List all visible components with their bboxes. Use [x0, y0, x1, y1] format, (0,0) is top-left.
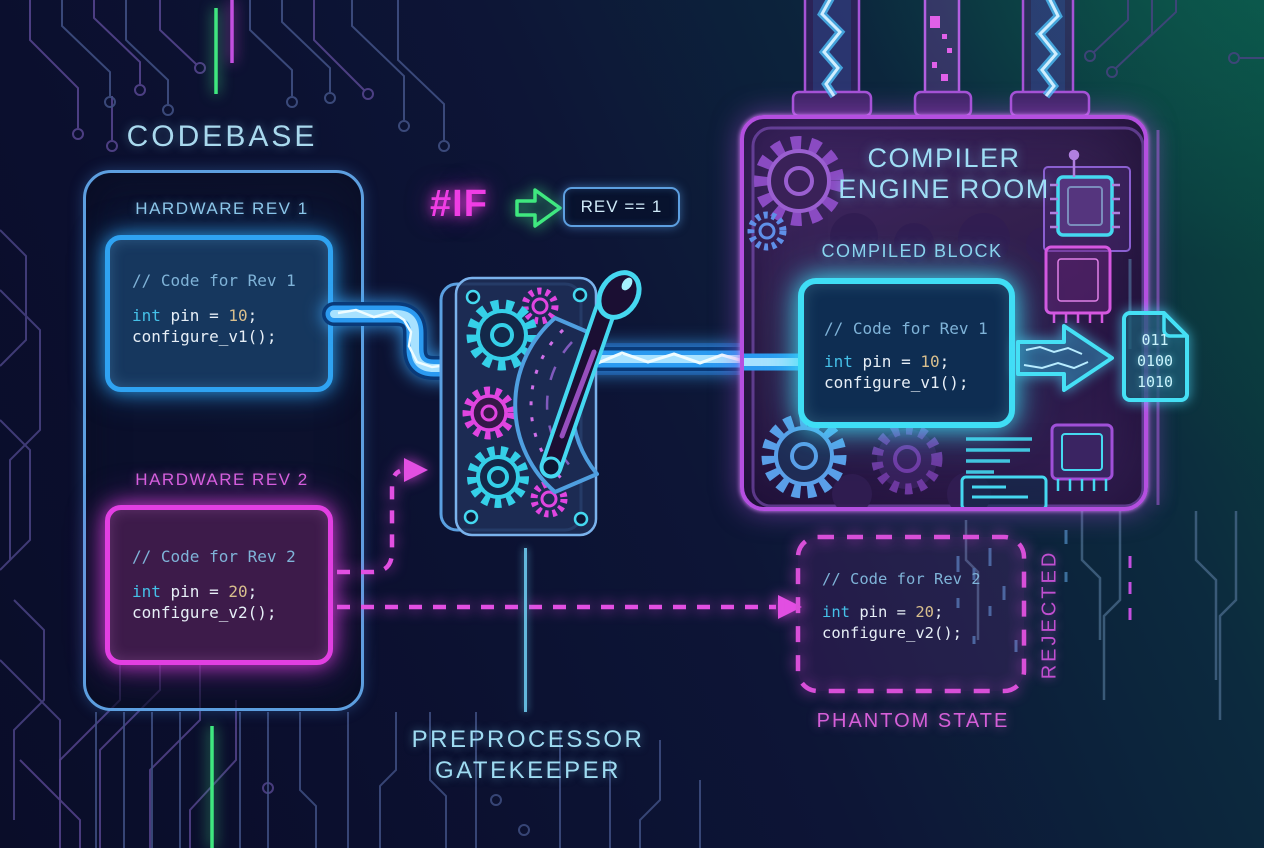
code-number: 10 — [920, 352, 940, 371]
lightning-bolt-icon — [817, 0, 1063, 99]
data-rain-dashes — [956, 530, 1068, 652]
screw-icon — [463, 287, 589, 527]
circuit-traces-under-codebase — [95, 712, 701, 848]
chip-icon — [1044, 245, 1112, 323]
chip-icon — [1050, 423, 1114, 491]
code-line-call: configure_v2(); — [132, 603, 277, 622]
circuit-traces-top-left — [29, 0, 374, 152]
rejected-label: REJECTED — [1038, 549, 1061, 680]
condition-text: REV == 1 — [580, 197, 663, 216]
compiled-code-block: // Code for Rev 1 int pin = 10; configur… — [798, 278, 1015, 428]
lever-handle — [539, 270, 642, 479]
circuit-traces-below-room — [964, 511, 1238, 720]
vent-lines — [966, 437, 1032, 474]
rev1-code-block: // Code for Rev 1 int pin = 10; configur… — [105, 235, 333, 392]
chip-icon — [1043, 149, 1131, 252]
code-comment: // Code for Rev 1 — [824, 319, 988, 338]
code-line-pin: int pin = 20; — [132, 582, 258, 601]
gear-icon — [747, 136, 844, 251]
phantom-state-label: PHANTOM STATE — [816, 710, 1010, 732]
hardware-rev2-label: HARDWARE REV 2 — [135, 470, 309, 489]
code-keyword: int — [132, 306, 161, 325]
code-line-pin: int pin = 10; — [824, 352, 950, 371]
compiler-title: COMPILER ENGINE ROOM — [838, 143, 1050, 204]
binary-file-text: 011 0100 1010 — [1136, 331, 1174, 391]
rejected-path-arrow-to-phantom — [337, 595, 802, 619]
arrow-right-icon — [1016, 324, 1114, 392]
code-comment: // Code for Rev 2 — [132, 547, 296, 566]
circuit-traces-top-left-2 — [61, 0, 450, 152]
compiled-block-label: COMPILED BLOCK — [821, 241, 1003, 261]
gatekeeper-label: PREPROCESSOR GATEKEEPER — [411, 726, 645, 784]
arrowhead-icon — [778, 595, 802, 619]
terminal-icon — [960, 475, 1048, 507]
phantom-code-block: // Code for Rev 2 int pin = 20; configur… — [796, 535, 1026, 693]
phantom-state-box — [795, 534, 1027, 694]
compiler-intake-pipes — [791, 0, 1091, 118]
code-line-call: configure_v1(); — [824, 373, 969, 392]
code-comment: // Code for Rev 2 — [822, 570, 981, 588]
code-keyword: int — [132, 582, 161, 601]
binary-file-icon — [1122, 311, 1189, 402]
hardware-rev1-label: HARDWARE REV 1 — [135, 199, 309, 218]
code-number: 20 — [915, 603, 934, 621]
code-keyword: int — [824, 352, 853, 371]
code-line-pin: int pin = 10; — [132, 306, 258, 325]
codebase-title: CODEBASE — [126, 120, 318, 153]
room-decorations — [744, 126, 1144, 507]
code-comment: // Code for Rev 1 — [132, 271, 296, 290]
circuit-traces-top-right — [1084, 0, 1264, 78]
code-line-call: configure_v2(); — [822, 624, 962, 642]
lightning-bolt-icon — [337, 308, 449, 369]
rejected-path-arrow-to-switch — [337, 458, 428, 575]
code-number: 20 — [228, 582, 248, 601]
code-keyword: int — [822, 603, 850, 621]
neon-accent-lines — [210, 0, 234, 848]
code-number: 10 — [228, 306, 248, 325]
energy-pipe-rev1 — [322, 302, 464, 380]
preprocessor-macro-label: #IF — [430, 183, 488, 225]
arrowhead-icon — [404, 458, 428, 482]
gear-icon — [462, 287, 568, 518]
code-blank-line — [822, 590, 1026, 602]
condition-box: REV == 1 — [563, 187, 680, 227]
data-packet-squares — [930, 16, 952, 81]
rev2-code-block: // Code for Rev 2 int pin = 20; configur… — [105, 505, 333, 665]
code-line-call: configure_v1(); — [132, 327, 277, 346]
code-line-pin: int pin = 20; — [822, 603, 944, 621]
gatekeeper-connector-line — [524, 548, 527, 712]
arrow-right-outline-icon — [515, 188, 562, 228]
